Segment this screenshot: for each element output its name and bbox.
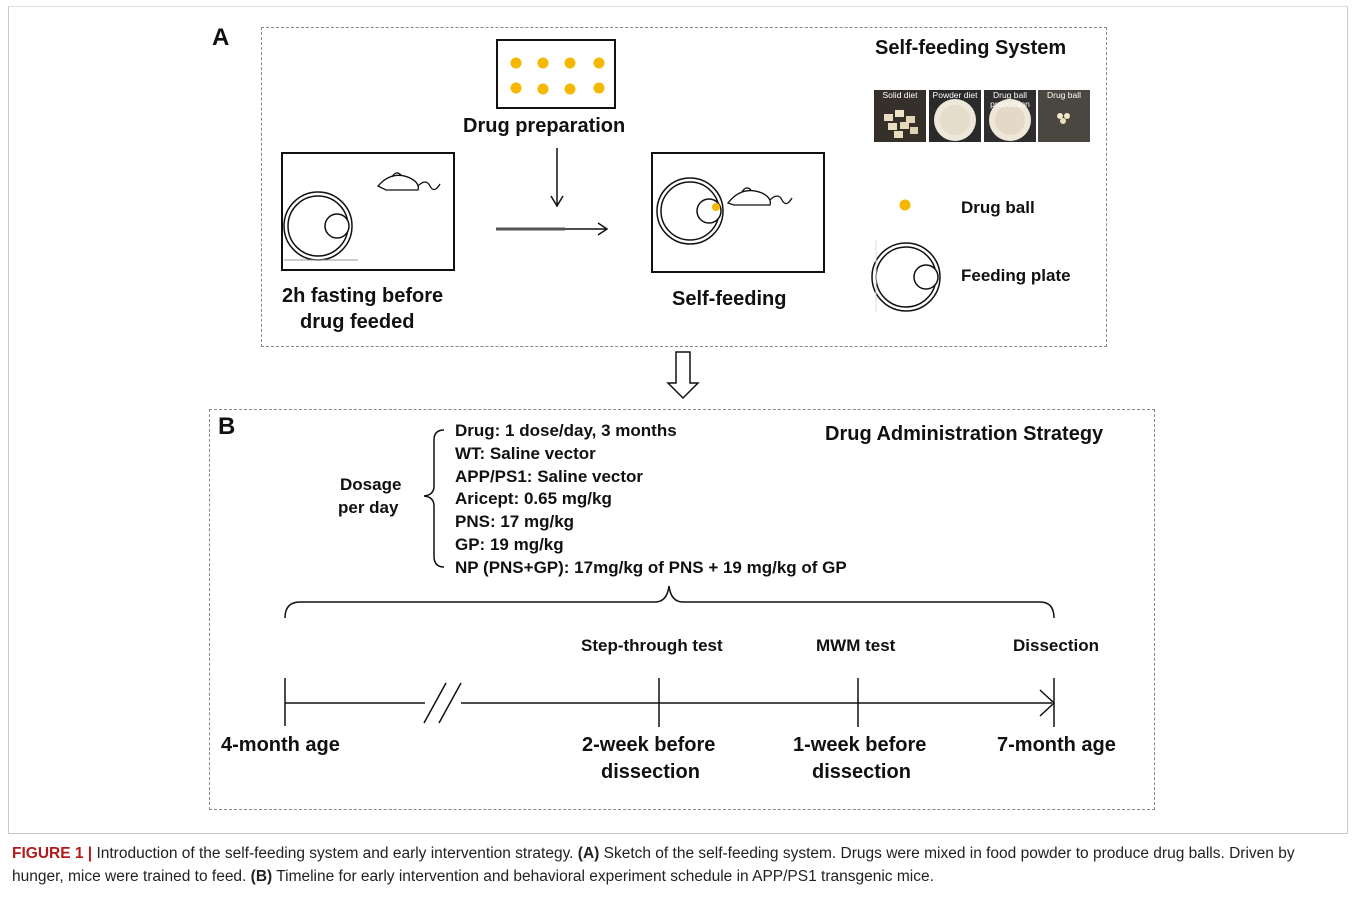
caption-text: Timeline for early intervention and beha…: [272, 868, 934, 885]
break-mark: [423, 682, 447, 724]
photo-solid-diet: Solid diet: [874, 90, 926, 142]
drug-preparation-label: Drug preparation: [463, 115, 626, 137]
panel-transition-arrow: [666, 351, 700, 400]
dosage-list: Drug: 1 dose/day, 3 months WT: Saline ve…: [455, 420, 847, 580]
cage-right: [651, 152, 825, 273]
panel-b-letter: B: [218, 413, 236, 440]
timeline-start-label: 4-month age: [221, 734, 340, 756]
caption-b-label: (B): [250, 868, 273, 885]
panel-b: [209, 409, 1155, 810]
figure-caption: FIGURE 1 | Introduction of the self-feed…: [12, 842, 1342, 888]
timeline-2week-line1: 2-week before: [582, 734, 716, 756]
panel-a-letter: A: [212, 24, 230, 51]
dosage-item: Drug: 1 dose/day, 3 months: [455, 421, 677, 440]
dosage-item: NP (PNS+GP): 17mg/kg of PNS + 19 mg/kg o…: [455, 557, 847, 577]
legend-drug-ball-label: Drug ball: [961, 198, 1035, 217]
dosage-item: GP: 19 mg/kg: [455, 534, 564, 554]
event-dissection: Dissection: [1013, 636, 1099, 655]
mouse-left-icon: [376, 172, 441, 191]
photo-drug-ball-production: Drug ball production: [984, 90, 1036, 142]
dosage-item: PNS: 17 mg/kg: [455, 512, 575, 532]
drug-tray: [496, 39, 616, 109]
timeline-brace: [284, 585, 1055, 619]
timeline-end-label: 7-month age: [997, 734, 1116, 756]
panel-b-title: Drug Administration Strategy: [825, 423, 1104, 445]
photo-drug-ball-label: Drug ball: [1046, 90, 1082, 100]
panel-a: [261, 27, 1107, 347]
event-step-through: Step-through test: [581, 636, 723, 655]
break-mark: [438, 682, 462, 724]
timeline-1week-line1: 1-week before: [793, 734, 927, 756]
caption-a-label: (A): [577, 845, 600, 862]
self-feeding-label: Self-feeding: [672, 288, 787, 310]
legend-feeding-plate-label: Feeding plate: [961, 266, 1071, 285]
cage-left: [281, 152, 455, 271]
timeline-1week-line2: dissection: [812, 761, 911, 783]
drug-ball-icon: [899, 199, 911, 211]
figure-frame: [8, 6, 1348, 834]
photo-powder-diet-label: Powder diet: [932, 90, 978, 100]
photo-drug-ball: Drug ball: [1038, 90, 1090, 142]
drug-tray-balls: [510, 57, 605, 95]
dosage-item: WT: Saline vector: [455, 443, 596, 463]
dosage-label-line1: Dosage: [340, 475, 402, 494]
photo-powder-diet: Powder diet: [929, 90, 981, 142]
timeline-2week-line2: dissection: [601, 761, 700, 783]
event-mwm: MWM test: [816, 636, 896, 655]
dosage-bracket: [423, 429, 445, 568]
fasting-label-line2: drug feeded: [300, 311, 415, 333]
feeding-plate-right: [656, 177, 724, 245]
feeding-plate-icon: [871, 242, 941, 312]
mouse-right-icon: [726, 187, 793, 206]
dosage-item: APP/PS1: Saline vector: [455, 466, 644, 486]
fasting-label-line1: 2h fasting before: [282, 285, 444, 307]
caption-figure-label: FIGURE 1 |: [12, 845, 93, 862]
caption-text: Sketch of the self-feeding system. Drugs…: [12, 845, 1295, 885]
caption-text: Introduction of the self-feeding system …: [92, 845, 578, 862]
photo-drug-ball-production-label: Drug ball production: [990, 90, 1030, 109]
dosage-label-line2: per day: [338, 498, 399, 517]
panel-a-title: Self-feeding System: [875, 37, 1067, 59]
dosage-item: Aricept: 0.65 mg/kg: [455, 489, 612, 509]
photo-solid-diet-label: Solid diet: [882, 90, 918, 100]
